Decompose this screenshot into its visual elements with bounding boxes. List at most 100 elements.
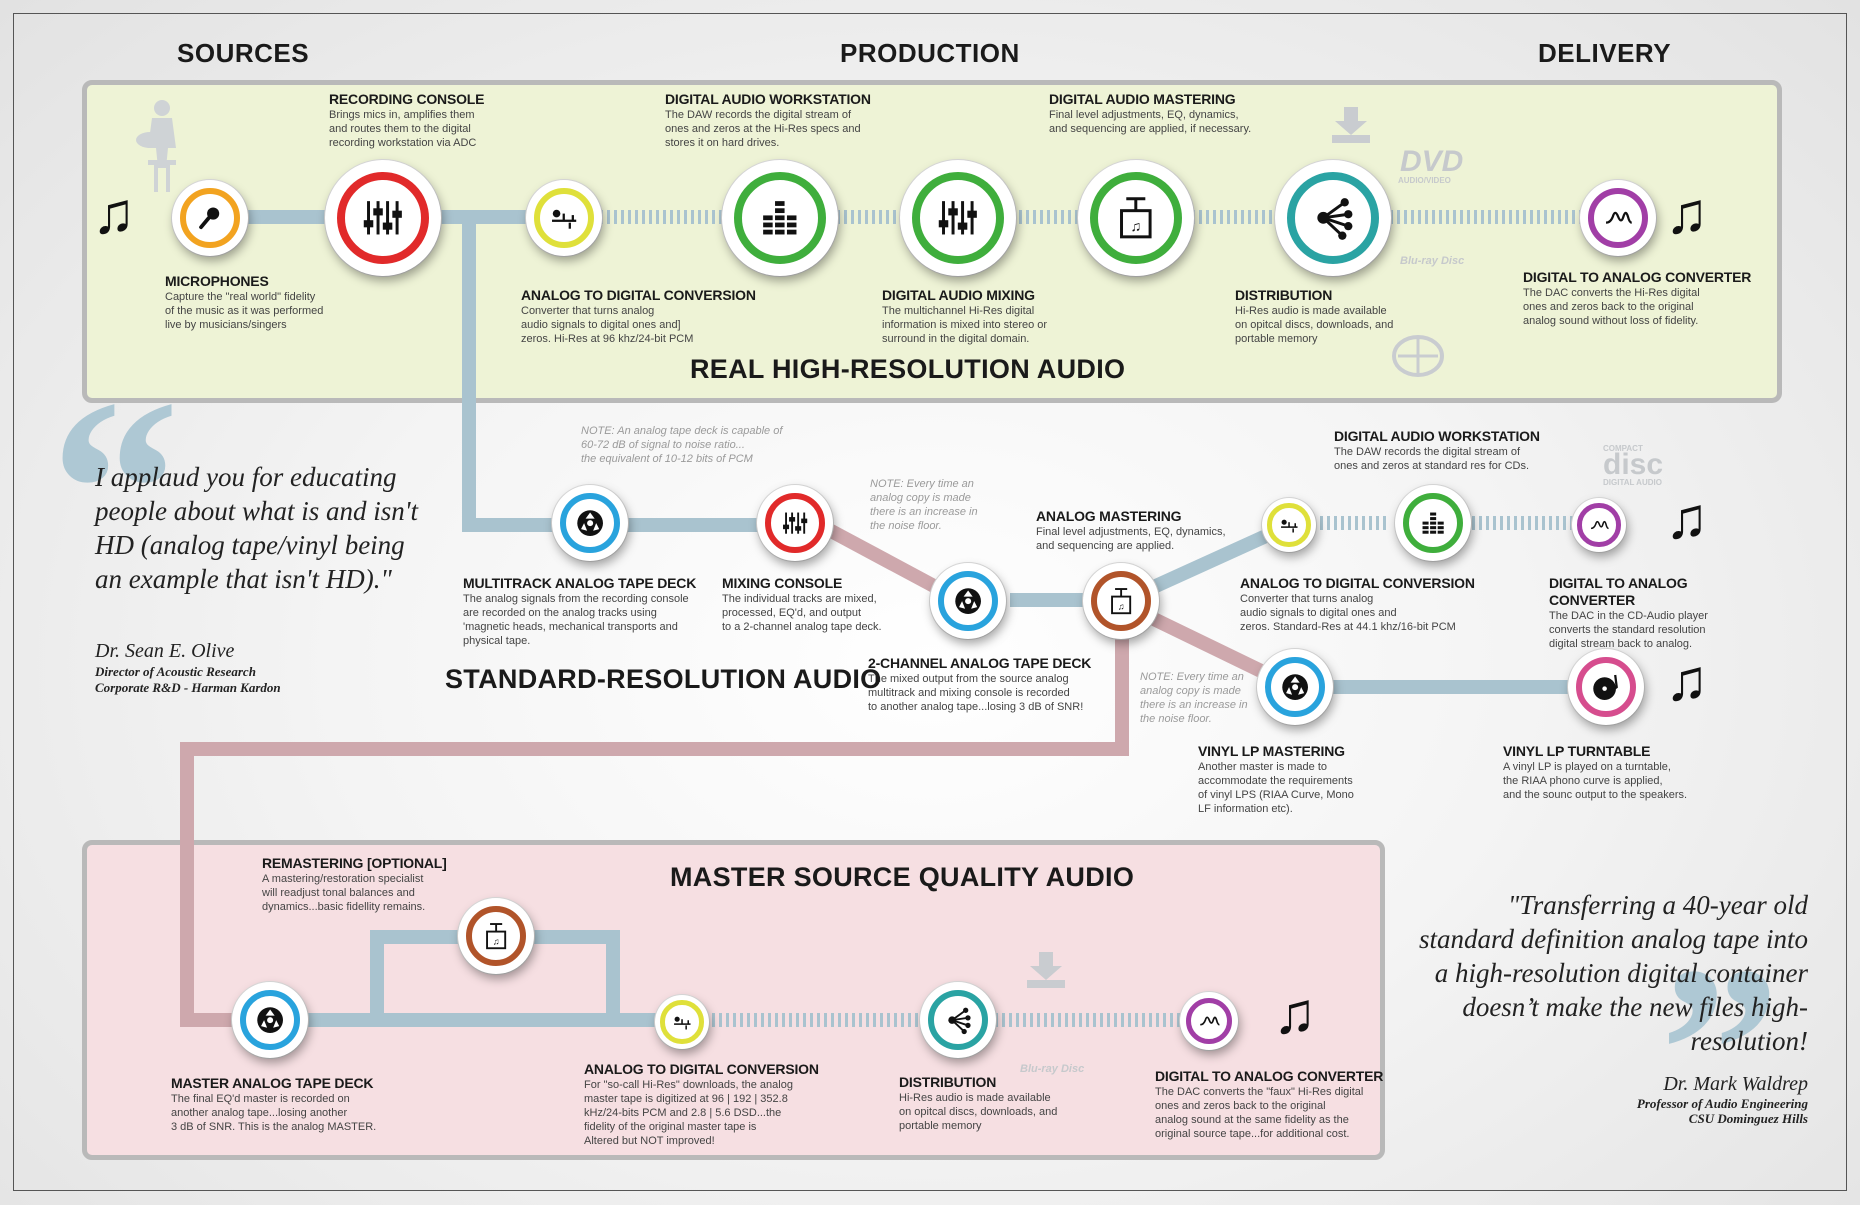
waveform-icon bbox=[1605, 211, 1632, 224]
remastering-label: REMASTERING [OPTIONAL] A mastering/restor… bbox=[262, 855, 462, 914]
music-note-icon: ♫ bbox=[1665, 181, 1709, 246]
distribution-icon bbox=[1317, 198, 1353, 241]
daw-cd-label: DIGITAL AUDIO WORKSTATION The DAW records… bbox=[1334, 428, 1564, 473]
mastering-press-icon: ♫ bbox=[485, 922, 507, 950]
real-hires-title: REAL HIGH-RESOLUTION AUDIO bbox=[690, 354, 1126, 384]
daw-node bbox=[722, 160, 838, 276]
connector-dashed bbox=[995, 1013, 1185, 1027]
dvd-logo-sub: AUDIO/VIDEO bbox=[1398, 176, 1451, 185]
meter-bars-icon bbox=[1422, 512, 1444, 534]
faders-icon bbox=[782, 512, 808, 534]
daw-desc: The DAW records the digital stream of on… bbox=[665, 109, 861, 149]
daw-cd-node bbox=[1395, 485, 1471, 561]
multitrack-label: MULTITRACK ANALOG TAPE DECK The analog si… bbox=[463, 575, 713, 648]
adc-title: ANALOG TO DIGITAL CONVERSION bbox=[521, 287, 756, 303]
mixing-console-title: MIXING CONSOLE bbox=[722, 575, 843, 591]
connector bbox=[1115, 620, 1129, 755]
music-note-icon: ♫ bbox=[92, 181, 136, 246]
delivery-heading: DELIVERY bbox=[1538, 38, 1672, 68]
mixing-desc: The multichannel Hi-Res digital informat… bbox=[882, 305, 1048, 345]
dac-node bbox=[1580, 180, 1656, 256]
master-adc-desc: For "so-call Hi-Res" downloads, the anal… bbox=[584, 1079, 793, 1147]
turntable-node bbox=[1568, 649, 1644, 725]
compact-disc-logo: disc bbox=[1603, 448, 1664, 481]
mixing-node bbox=[900, 160, 1016, 276]
master-dac-title: DIGITAL TO ANALOG CONVERTER bbox=[1155, 1068, 1384, 1084]
multitrack-desc: The analog signals from the recording co… bbox=[463, 593, 689, 647]
analog-mastering-desc: Final level adjustments, EQ, dynamics, a… bbox=[1036, 526, 1226, 552]
waldrep-role-2: CSU Dominguez Hills bbox=[1688, 1111, 1808, 1126]
vinyl-mastering-title: VINYL LP MASTERING bbox=[1198, 743, 1345, 759]
two-channel-desc: The mixed output from the source analog … bbox=[868, 673, 1084, 713]
master-deck-title: MASTER ANALOG TAPE DECK bbox=[171, 1075, 374, 1091]
adc-cd-title: ANALOG TO DIGITAL CONVERSION bbox=[1240, 575, 1475, 591]
mastering-title: DIGITAL AUDIO MASTERING bbox=[1049, 91, 1236, 107]
daw-cd-desc: The DAW records the digital stream of on… bbox=[1334, 446, 1530, 472]
standard-res-title: STANDARD-RESOLUTION AUDIO bbox=[445, 664, 882, 694]
master-distribution-node bbox=[920, 982, 996, 1058]
music-note-icon: ♫ bbox=[1665, 486, 1709, 551]
meter-bars-icon bbox=[763, 201, 797, 235]
waldrep-quote: "Transferring a 40-year old standard def… bbox=[1419, 890, 1808, 1056]
close-quote-mark-icon: ” bbox=[1660, 917, 1780, 1183]
master-adc-title: ANALOG TO DIGITAL CONVERSION bbox=[584, 1061, 819, 1077]
multitrack-title: MULTITRACK ANALOG TAPE DECK bbox=[463, 575, 697, 591]
analog-mastering-title: ANALOG MASTERING bbox=[1036, 508, 1182, 524]
microphone-node bbox=[172, 180, 248, 256]
connector-dashed bbox=[1465, 516, 1575, 530]
dac-label: DIGITAL TO ANALOG CONVERTER The DAC conve… bbox=[1523, 269, 1773, 328]
waldrep-name: Dr. Mark Waldrep bbox=[1663, 1073, 1808, 1095]
copy-noise-note-2: NOTE: Every time an analog copy is made … bbox=[1140, 671, 1248, 725]
turntable-title: VINYL LP TURNTABLE bbox=[1503, 743, 1651, 759]
download-icon bbox=[1027, 952, 1065, 988]
mastering-node: ♫ bbox=[1078, 160, 1194, 276]
sacd-logo-icon bbox=[1392, 335, 1444, 377]
outer-frame bbox=[13, 13, 1847, 1191]
bluray-logo: Blu-ray Disc bbox=[1020, 1063, 1085, 1075]
connector bbox=[620, 518, 770, 532]
analog-mastering-label: ANALOG MASTERING Final level adjustments,… bbox=[1036, 508, 1246, 553]
connector bbox=[435, 210, 535, 224]
connector bbox=[180, 1013, 240, 1027]
tape-snr-note: NOTE: An analog tape deck is capable of … bbox=[581, 425, 783, 465]
daw-title: DIGITAL AUDIO WORKSTATION bbox=[665, 91, 871, 107]
turntable-desc: A vinyl LP is played on a turntable, the… bbox=[1503, 761, 1688, 801]
bluray-logo: Blu-ray Disc bbox=[1400, 255, 1465, 267]
connector bbox=[370, 930, 384, 1025]
vinyl-mastering-node bbox=[1257, 649, 1333, 725]
adc-desc: Converter that turns analog audio signal… bbox=[521, 305, 694, 345]
master-deck-desc: The final EQ'd master is recorded on ano… bbox=[171, 1093, 377, 1133]
production-heading: PRODUCTION bbox=[840, 38, 1020, 68]
turntable-label: VINYL LP TURNTABLE A vinyl LP is played o… bbox=[1503, 743, 1723, 802]
multitrack-tape-node bbox=[552, 485, 628, 561]
remastering-desc: A mastering/restoration specialist will … bbox=[262, 873, 426, 913]
daw-label: DIGITAL AUDIO WORKSTATION The DAW records… bbox=[665, 91, 895, 150]
two-channel-title: 2-CHANNEL ANALOG TAPE DECK bbox=[868, 655, 1092, 671]
connector-dashed bbox=[1390, 210, 1580, 224]
dac-cd-node bbox=[1572, 498, 1626, 552]
adc-cd-node bbox=[1262, 498, 1316, 552]
connector-dashed bbox=[830, 210, 910, 224]
tape-reel-icon bbox=[1282, 674, 1308, 700]
olive-role-2: Corporate R&D - Harman Kardon bbox=[95, 680, 281, 695]
master-source-title: MASTER SOURCE QUALITY AUDIO bbox=[670, 862, 1135, 892]
download-icon bbox=[1332, 107, 1370, 143]
dac-title: DIGITAL TO ANALOG CONVERTER bbox=[1523, 269, 1752, 285]
microphones-title: MICROPHONES bbox=[165, 273, 269, 289]
master-distribution-desc: Hi-Res audio is made available on opitca… bbox=[899, 1092, 1058, 1132]
master-tape-node bbox=[232, 982, 308, 1058]
daw-cd-title: DIGITAL AUDIO WORKSTATION bbox=[1334, 428, 1540, 444]
svg-text:♫: ♫ bbox=[1118, 601, 1125, 611]
svg-text:♫: ♫ bbox=[493, 936, 500, 946]
vinyl-mastering-desc: Another master is made to accommodate th… bbox=[1198, 761, 1354, 815]
mastering-press-icon: ♫ bbox=[1120, 197, 1152, 239]
remastering-title: REMASTERING [OPTIONAL] bbox=[262, 855, 447, 871]
dvd-logo: DVD bbox=[1400, 145, 1464, 178]
dac-desc: The DAC converts the Hi-Res digital ones… bbox=[1523, 287, 1700, 327]
